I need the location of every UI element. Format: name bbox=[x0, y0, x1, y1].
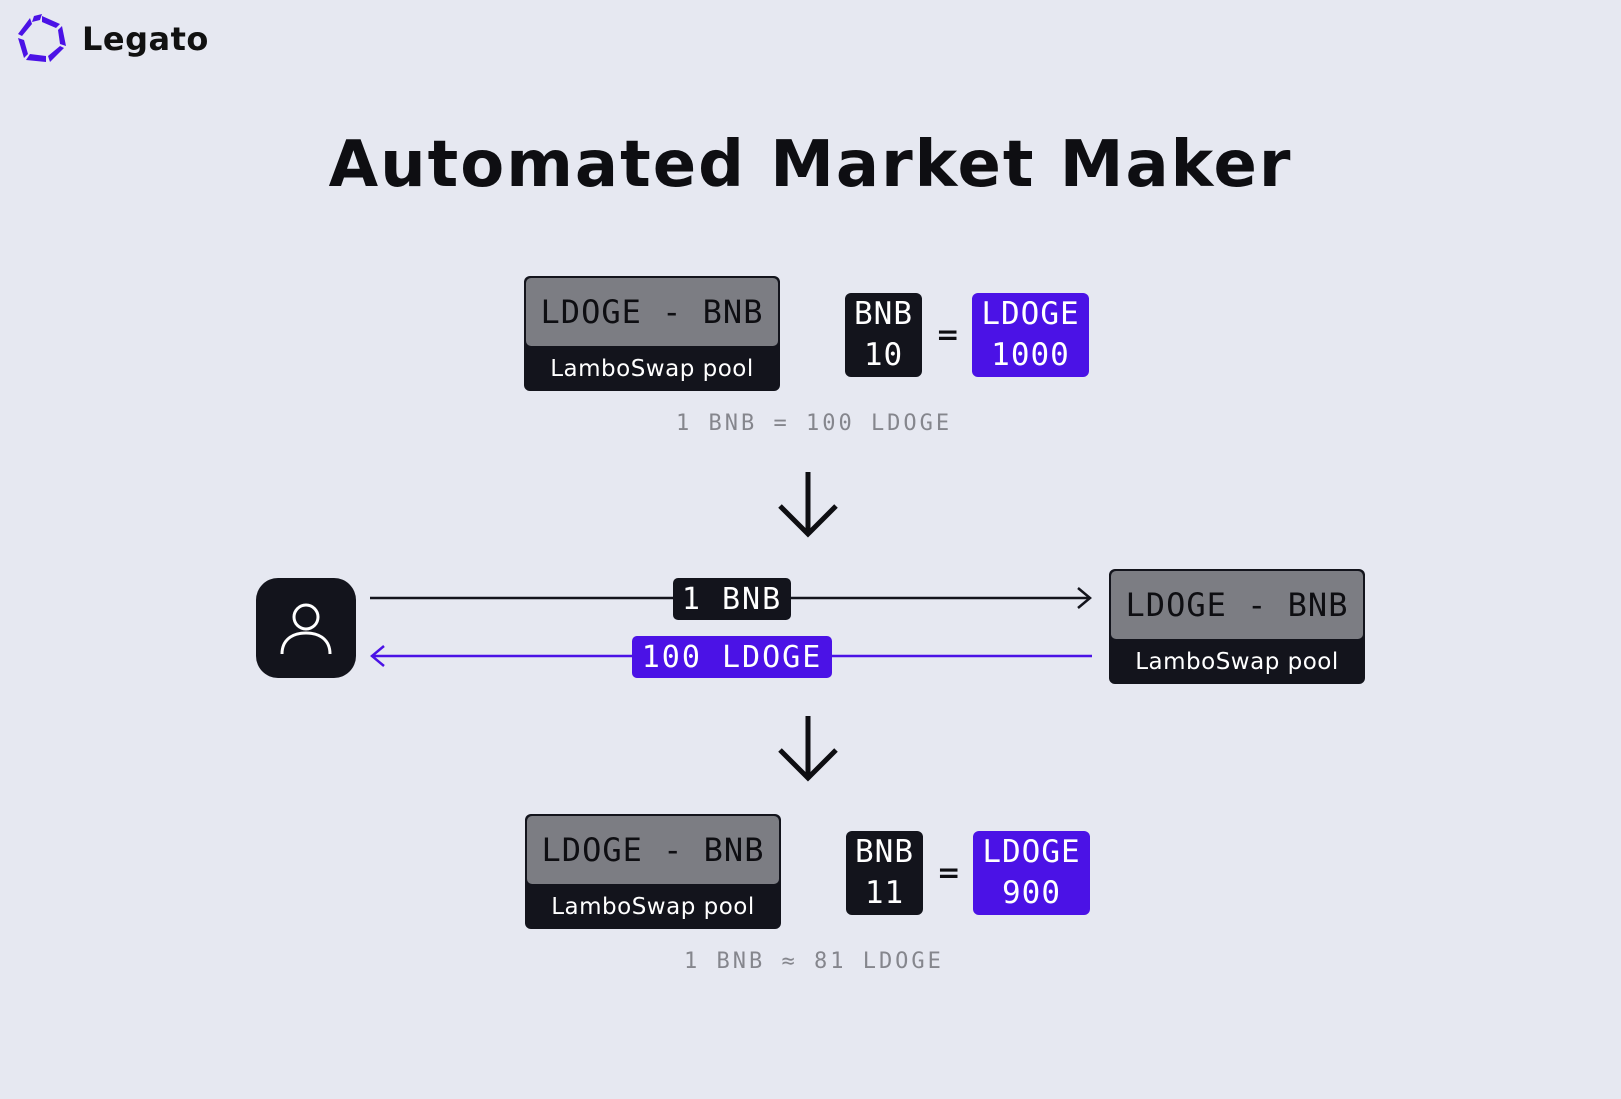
pool-pair-label: LDOGE - BNB bbox=[526, 278, 778, 346]
ldoge-value: 1000 bbox=[991, 337, 1070, 373]
send-amount-badge: 1 BNB bbox=[673, 578, 791, 620]
pool-name-label: LamboSwap pool bbox=[551, 893, 755, 920]
pool-card-before: LDOGE - BNB LamboSwap pool bbox=[524, 276, 780, 391]
pool-pair-label: LDOGE - BNB bbox=[1111, 571, 1363, 639]
bnb-value: 11 bbox=[864, 875, 905, 911]
send-arrow-head bbox=[1077, 587, 1092, 609]
pool-card-after: LDOGE - BNB LamboSwap pool bbox=[525, 814, 781, 929]
bnb-label: BNB bbox=[854, 296, 913, 332]
ldoge-label: LDOGE bbox=[982, 834, 1081, 870]
bnb-label: BNB bbox=[855, 834, 914, 870]
user-avatar bbox=[256, 578, 356, 678]
receive-arrow-head bbox=[370, 645, 385, 667]
ldoge-label: LDOGE bbox=[981, 296, 1080, 332]
pool-name-label: LamboSwap pool bbox=[1135, 648, 1339, 675]
receive-amount-badge: 100 LDOGE bbox=[632, 636, 832, 678]
brand-logo: Legato bbox=[16, 14, 209, 64]
equals-sign: = bbox=[936, 318, 960, 351]
arrow-down-icon bbox=[778, 472, 838, 538]
exchange-rate-before: 1 BNB = 100 LDOGE bbox=[676, 411, 953, 436]
arrow-down-icon bbox=[778, 716, 838, 782]
user-icon bbox=[280, 603, 332, 655]
ldoge-value: 900 bbox=[1002, 875, 1061, 911]
brand-name: Legato bbox=[82, 20, 209, 58]
page-title: Automated Market Maker bbox=[328, 128, 1293, 202]
ldoge-reserve-after: LDOGE 900 bbox=[973, 831, 1090, 915]
ldoge-reserve-before: LDOGE 1000 bbox=[972, 293, 1089, 377]
bnb-reserve-after: BNB 11 bbox=[846, 831, 923, 915]
bnb-value: 10 bbox=[863, 337, 904, 373]
bnb-reserve-before: BNB 10 bbox=[845, 293, 922, 377]
legato-logo-icon bbox=[18, 14, 66, 62]
pool-card-swap: LDOGE - BNB LamboSwap pool bbox=[1109, 569, 1365, 684]
pool-pair-label: LDOGE - BNB bbox=[527, 816, 779, 884]
equals-sign: = bbox=[937, 856, 961, 889]
exchange-rate-after: 1 BNB ≈ 81 LDOGE bbox=[684, 949, 944, 974]
pool-name-label: LamboSwap pool bbox=[550, 355, 754, 382]
